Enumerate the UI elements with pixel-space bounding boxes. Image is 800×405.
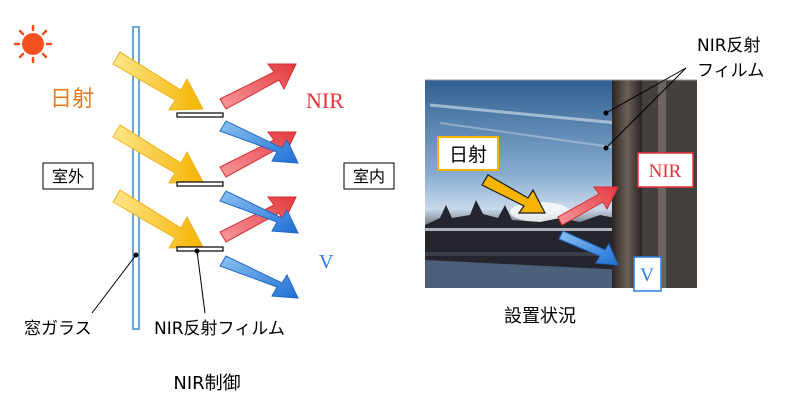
nir-arrow — [219, 63, 297, 110]
nir-arrows — [219, 63, 297, 243]
svg-text:室外: 室外 — [52, 167, 84, 186]
visible-arrow — [219, 255, 299, 299]
window-glass — [132, 26, 140, 330]
photo-nir-label: NIR — [637, 152, 694, 188]
photo-nir-arrow — [557, 186, 619, 226]
glass-dot — [133, 252, 139, 258]
visible-arrows — [219, 120, 299, 299]
film-dot — [194, 248, 200, 254]
diagram-caption: NIR制御 — [173, 373, 240, 394]
photo-visible-label: V — [633, 256, 662, 292]
visible-arrow — [219, 190, 299, 234]
leader-lines — [91, 250, 206, 314]
photo-film-dot — [603, 145, 609, 151]
outdoor-label: 室外 — [42, 162, 94, 190]
photo-sun-label: 日射 — [437, 136, 499, 171]
svg-text:日射: 日射 — [449, 144, 487, 166]
photo-visible-arrow — [558, 230, 619, 266]
photo-caption: 設置状況 — [504, 306, 576, 327]
svg-text:V: V — [640, 265, 654, 286]
sun-arrows — [112, 51, 204, 249]
nir-arrow — [219, 131, 297, 178]
photo-leader-lines — [605, 67, 687, 149]
installation-photo — [425, 79, 697, 288]
photo-film-label-line2: フィルム — [697, 61, 764, 81]
sun-arrow — [112, 124, 204, 184]
nir-arrow — [219, 196, 297, 243]
film-plate — [176, 112, 224, 118]
svg-text:室内: 室内 — [353, 167, 385, 186]
visible-arrow — [219, 120, 299, 164]
film-plate — [176, 181, 224, 187]
sun-icon — [13, 24, 53, 64]
visible-label: V — [319, 251, 334, 273]
film-label: NIR反射フィルム — [154, 319, 285, 339]
film-plate — [176, 246, 224, 252]
film-plates — [176, 112, 224, 252]
photo-film-dot — [603, 110, 609, 116]
sun-arrow — [112, 189, 204, 249]
sun-arrow — [112, 51, 204, 111]
nir-label: NIR — [306, 88, 344, 113]
sun-label: 日射 — [50, 87, 94, 112]
window-glass-label: 窓ガラス — [24, 319, 92, 339]
photo-sun-arrow — [481, 174, 546, 214]
indoor-label: 室内 — [343, 162, 395, 190]
photo-film-label-line1: NIR反射 — [697, 36, 761, 56]
svg-text:NIR: NIR — [649, 161, 682, 182]
